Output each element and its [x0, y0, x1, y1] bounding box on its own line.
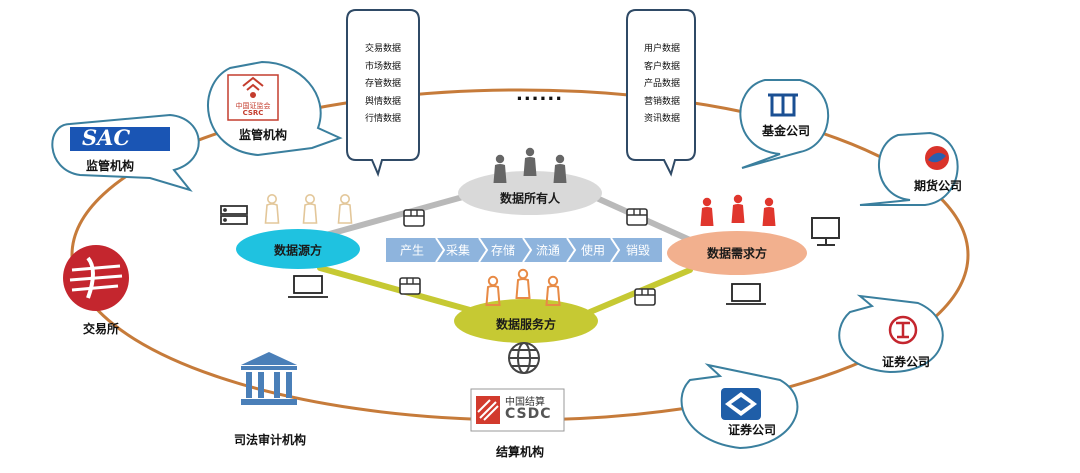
csrc-logo-en: CSRC	[242, 109, 264, 117]
left-data-list: 交易数据 市场数据 存管数据 舆情数据 行情数据	[352, 41, 414, 129]
securities-logo-icon	[721, 388, 761, 420]
list-item: 客户数据	[643, 61, 680, 72]
node-source	[236, 229, 360, 269]
bubble-fund	[739, 79, 830, 169]
stage-store: 存储	[490, 243, 516, 258]
list-item: 交易数据	[364, 44, 401, 54]
sac-logo	[70, 127, 170, 151]
fund-label: 基金公司	[761, 124, 811, 138]
laptop-icon	[726, 283, 766, 305]
futures-label: 期货公司	[913, 179, 963, 193]
stage-circulate: 流通	[535, 243, 561, 258]
right-data-list: 用户数据 客户数据 产品数据 营销数据 资讯数据	[632, 41, 692, 129]
stage-use: 使用	[580, 243, 606, 258]
judicial-label: 司法审计机构	[233, 433, 307, 447]
node-service	[454, 299, 598, 343]
right-data-callout	[626, 9, 696, 177]
stage-produce: 产生	[399, 243, 425, 258]
stage-destroy: 销毁	[625, 243, 651, 258]
csdc-logo-text: 中国结算	[505, 397, 545, 408]
clearing-label: 结算机构	[495, 445, 545, 459]
securities2-label: 证券公司	[727, 423, 777, 437]
laptop-icon	[288, 275, 328, 298]
csrc-label: 监管机构	[238, 128, 288, 142]
package-icon	[634, 288, 656, 306]
list-item: 用户数据	[643, 44, 680, 54]
csdc-logo-en: CSDC	[505, 406, 552, 422]
link-source-owner	[312, 192, 473, 241]
csrc-logo-text: 中国证监会	[235, 102, 271, 110]
lifecycle-pipeline	[386, 237, 662, 263]
link-source-service	[317, 265, 473, 313]
list-item: 营销数据	[643, 96, 680, 107]
list-item: 产品数据	[643, 79, 680, 89]
citic-logo-icon	[888, 315, 918, 345]
package-icon	[626, 208, 648, 226]
sac-logo-text: SAC	[82, 125, 131, 150]
list-item: 舆情数据	[364, 96, 401, 107]
node-demand	[667, 231, 807, 275]
globe-icon	[508, 342, 540, 374]
list-item: 行情数据	[364, 114, 401, 124]
left-data-callout	[346, 9, 420, 177]
sac-label: 监管机构	[85, 159, 135, 173]
fund-logo-icon	[768, 93, 798, 117]
owner-node-label: 数据所有人	[499, 191, 561, 206]
list-item: 资讯数据	[643, 114, 680, 124]
package-icon	[403, 209, 425, 227]
exchange-logo-icon	[63, 245, 129, 311]
list-item: 市场数据	[364, 61, 401, 72]
service-node-label: 数据服务方	[495, 317, 557, 332]
stage-collect: 采集	[445, 243, 471, 258]
exchange-label: 交易所	[82, 322, 120, 336]
demand-node-label: 数据需求方	[706, 246, 768, 261]
node-connections	[312, 192, 693, 315]
source-node-label: 数据源方	[273, 243, 323, 258]
csdc-logo	[470, 388, 565, 432]
csrc-logo	[227, 74, 279, 121]
securities1-label: 证券公司	[881, 355, 931, 369]
demand-figures-icon	[700, 194, 776, 226]
bubble-futures	[859, 131, 959, 206]
server-icon	[220, 205, 248, 225]
source-figures-icon	[264, 194, 353, 224]
ellipsis-mark: ......	[516, 84, 564, 105]
list-item: 存管数据	[364, 79, 401, 89]
monitor-icon	[811, 217, 840, 246]
court-building-icon	[241, 352, 297, 405]
futures-logo-icon	[925, 146, 949, 170]
package-icon	[399, 277, 421, 295]
